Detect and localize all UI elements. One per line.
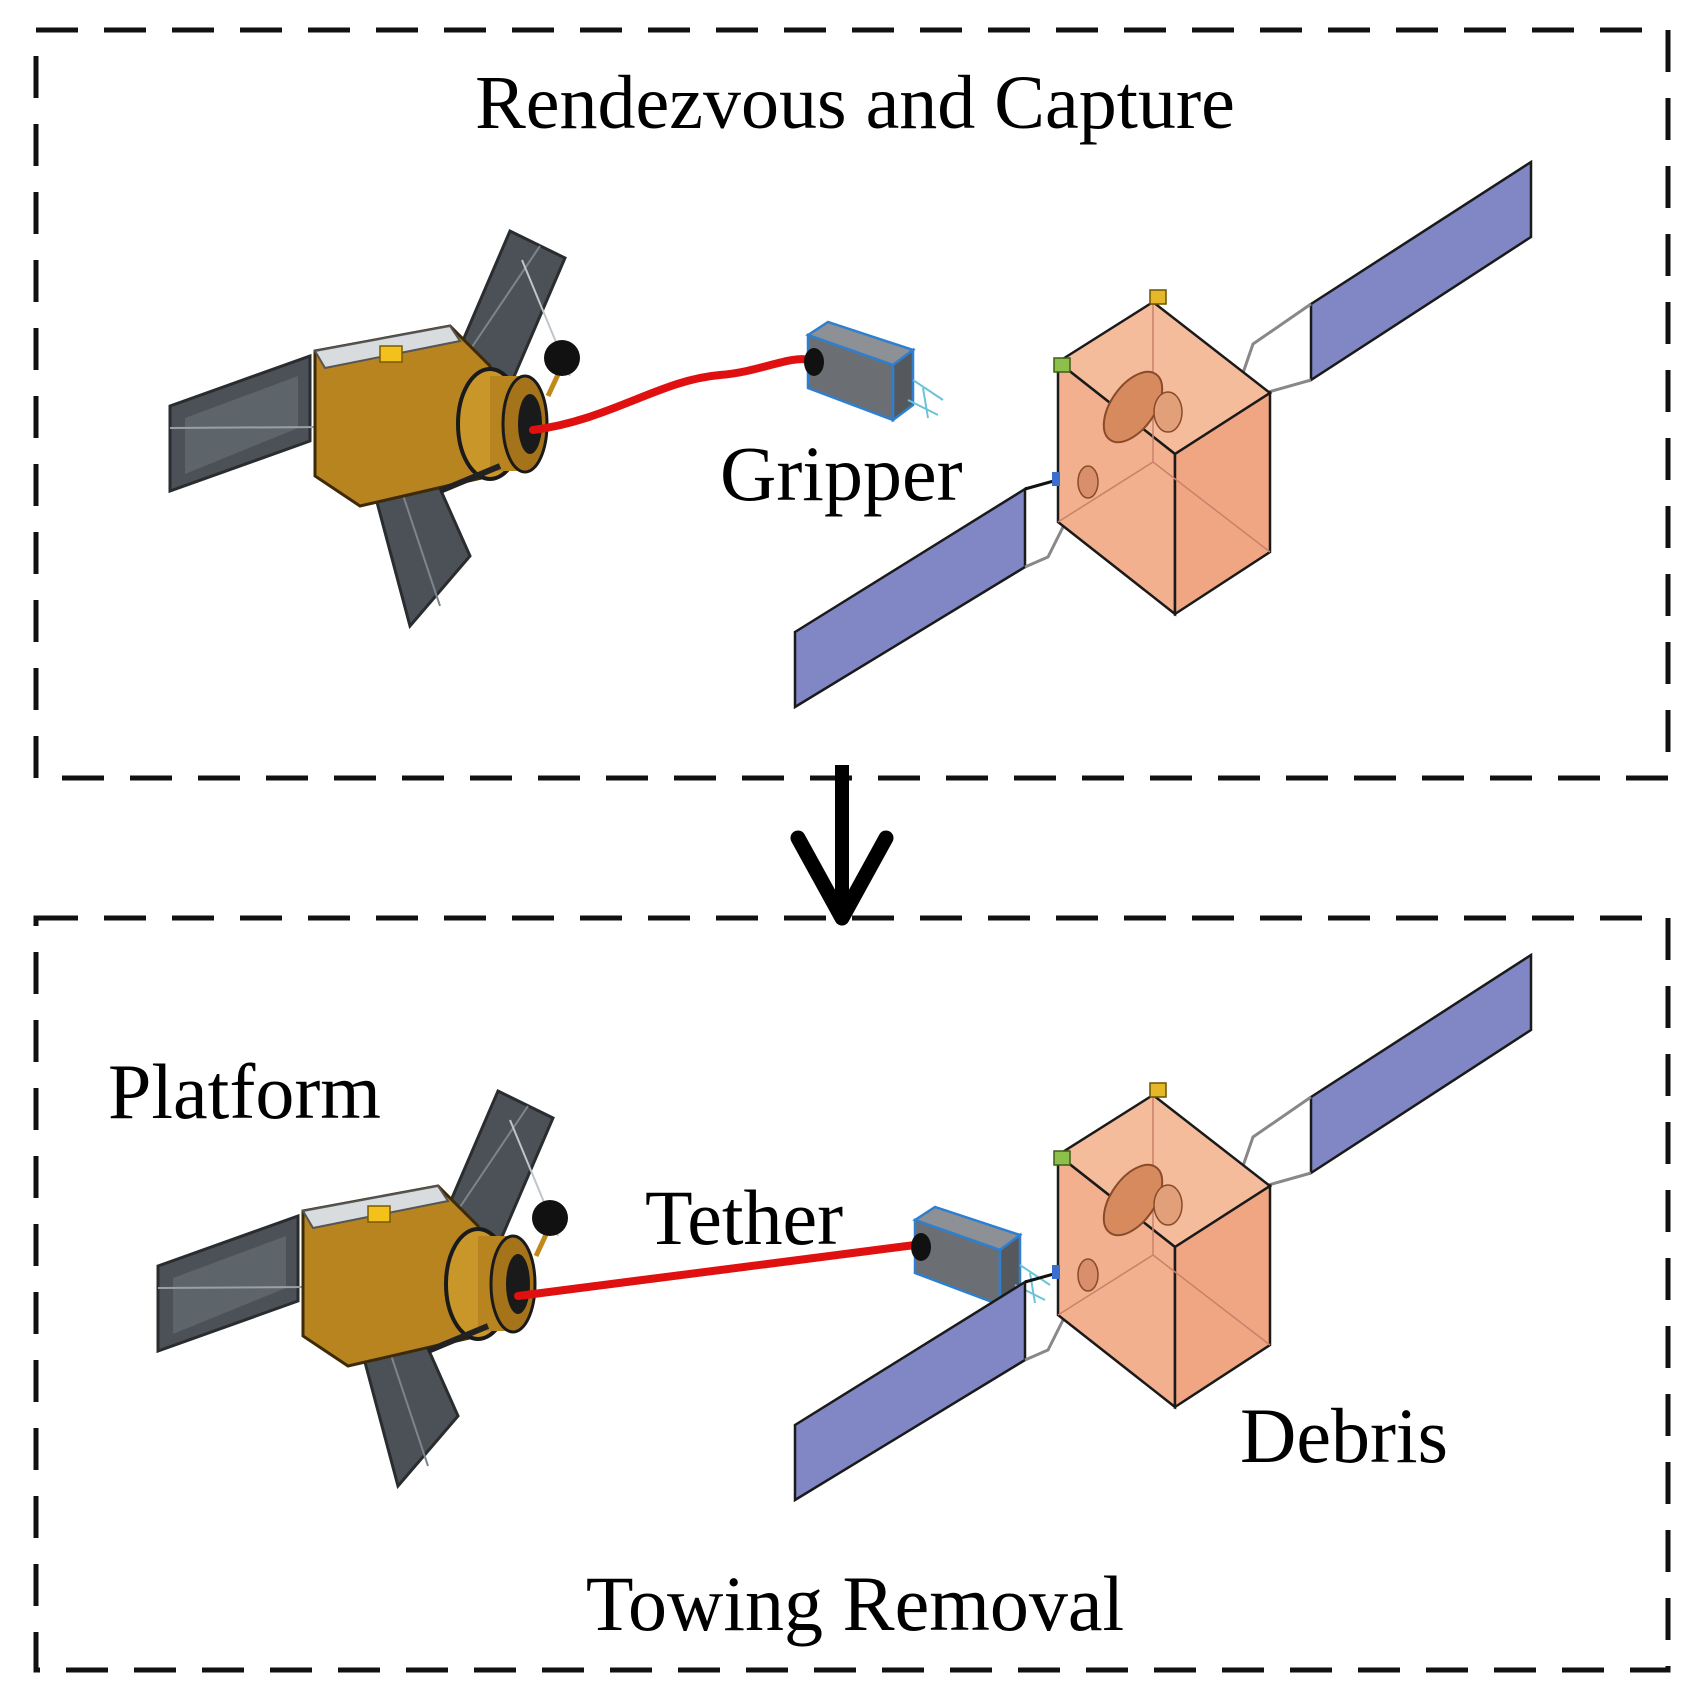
platform-satellite-capture bbox=[170, 231, 580, 626]
stage-title-capture: Rendezvous and Capture bbox=[475, 61, 1235, 145]
gripper-capture bbox=[802, 320, 945, 422]
tether-line-towing bbox=[514, 1241, 919, 1300]
transition-arrow bbox=[790, 765, 894, 926]
gripper-towing bbox=[909, 1205, 1052, 1307]
stage-frame-towing bbox=[33, 915, 1671, 1673]
platform-label: Platform bbox=[108, 1048, 381, 1135]
platform-satellite-towing bbox=[158, 1091, 568, 1486]
debris-label: Debris bbox=[1240, 1392, 1448, 1479]
tether-label: Tether bbox=[645, 1174, 843, 1261]
stage-frame-capture bbox=[33, 27, 1671, 781]
tether-line-capture bbox=[529, 355, 814, 434]
stage-title-towing: Towing Removal bbox=[586, 1560, 1124, 1647]
gripper-label: Gripper bbox=[720, 430, 963, 517]
